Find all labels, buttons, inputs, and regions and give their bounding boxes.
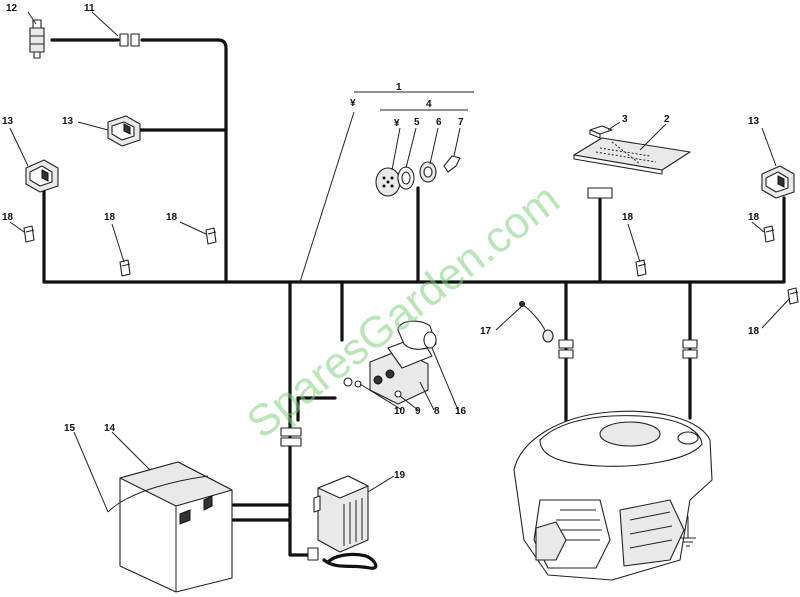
callout-18-b: 18 [104,212,116,223]
ground-icon [680,516,696,547]
callout-2: 2 [664,114,670,125]
callout-7: 7 [458,117,464,128]
callout-19: 19 [394,470,406,481]
callout-15: 15 [64,423,76,434]
inline-connectors [119,33,698,561]
ignition-key-icon [375,155,461,197]
callout-labels: 1 2 3 4 5 6 7 8 9 10 11 12 13 13 13 14 1… [2,3,760,481]
nut-icon [343,377,402,398]
callout-9: 9 [415,406,421,417]
callout-16: 16 [455,406,467,417]
callout-14: 14 [104,423,116,434]
callout-1: 1 [396,82,402,93]
connector-icon [682,349,698,359]
callout-13-middle: 13 [62,116,74,127]
marker-b: ¥ [394,118,400,129]
callout-18-a: 18 [2,212,14,223]
callout-11: 11 [84,3,95,14]
leader-lines [9,11,791,513]
callout-17: 17 [480,326,492,337]
connector-icon [307,547,319,561]
callout-18-e: 18 [748,212,760,223]
connector-icon [119,33,129,47]
rocker-switch-icon [25,159,59,193]
connector-icon [587,187,613,199]
connector-icon [558,349,574,359]
callout-6: 6 [436,117,442,128]
callout-5: 5 [414,117,420,128]
connector-icon [130,33,140,47]
solenoid-icon [369,320,437,405]
battery-icon [107,461,233,593]
marker-a: ¥ [350,98,356,109]
wire-clip-icon [119,259,131,277]
harness-wires [42,38,786,557]
callout-10: 10 [394,406,406,417]
rocker-switch-icon [761,165,795,199]
circuit-board-icon [573,125,691,175]
callout-13-right: 13 [748,116,760,127]
connector-icon [682,339,698,349]
connector-icon [558,339,574,349]
engine-icon [513,410,713,581]
wire-clip-icon [205,227,217,245]
charger-icon [313,475,378,570]
callout-18-c: 18 [166,212,178,223]
callout-18-f: 18 [748,326,760,337]
wire-clip-icon [23,225,35,243]
connector-icon [280,427,302,437]
switch-sensor-icon [29,19,45,59]
wire-clip-icon [787,287,799,305]
callout-8: 8 [434,406,440,417]
wire-clip-icon [763,225,775,243]
callout-12: 12 [6,3,18,14]
callout-3: 3 [622,114,628,125]
callout-4: 4 [426,99,432,110]
rocker-switch-icon [107,115,141,147]
callout-13-left: 13 [2,116,14,127]
callout-18-d: 18 [622,212,634,223]
connector-icon [280,437,302,447]
ground-terminal-icon [519,301,554,343]
wire-clip-icon [635,259,647,277]
